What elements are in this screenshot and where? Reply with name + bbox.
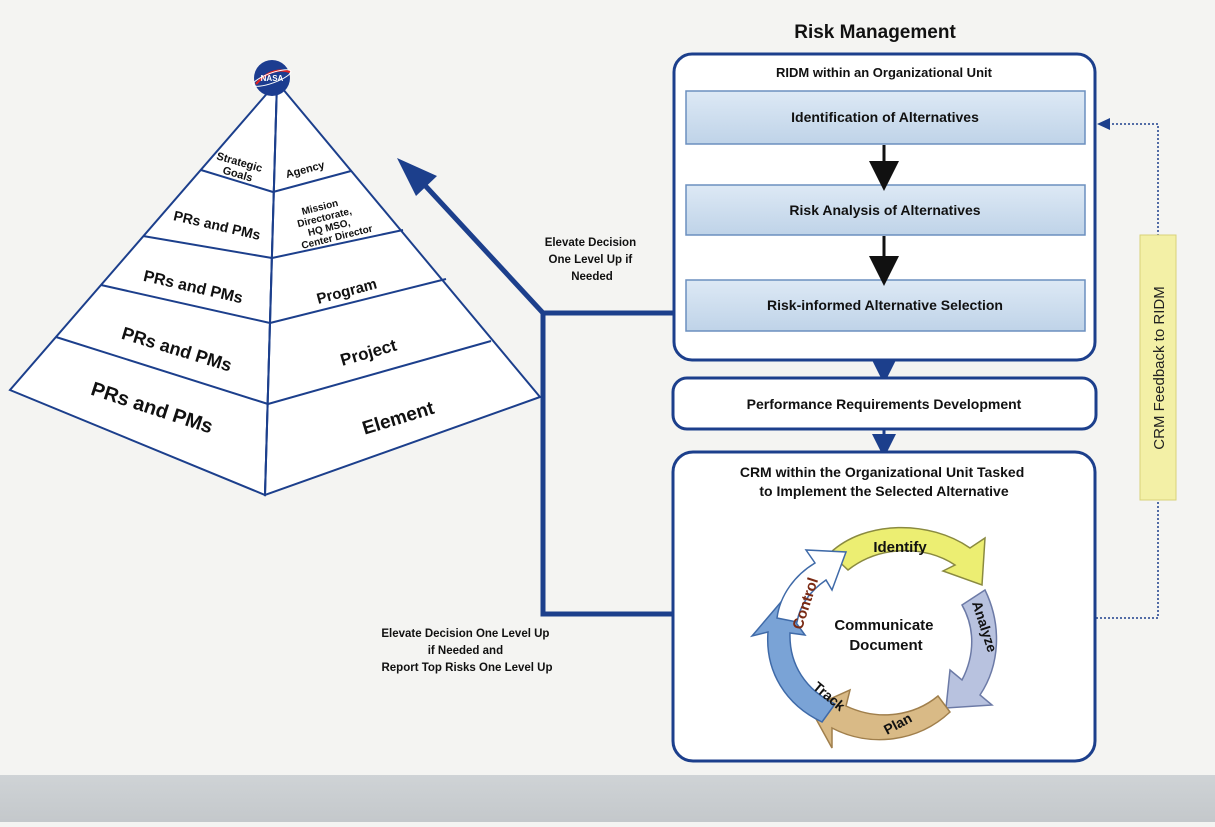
nasa-logo: NASA bbox=[252, 60, 292, 96]
ridm-step-2-label: Risk Analysis of Alternatives bbox=[789, 202, 980, 218]
svg-text:NASA: NASA bbox=[261, 74, 284, 83]
feedback-label-box bbox=[1139, 234, 1177, 501]
ridm-box: RIDM within an Organizational Unit Ident… bbox=[672, 52, 1097, 362]
ridm-step-1-label: Identification of Alternatives bbox=[791, 109, 979, 125]
elevate-arrowhead bbox=[397, 158, 437, 196]
cycle-segment-control bbox=[776, 549, 848, 623]
ridm-step-1 bbox=[685, 90, 1086, 145]
crm-cycle: Identify Analyze Plan Track Control Comm… bbox=[749, 526, 1001, 749]
pyramid-right-tiers bbox=[267, 170, 492, 405]
ridm-header: RIDM within an Organizational Unit bbox=[776, 65, 993, 80]
pyramid-left-tiers bbox=[55, 169, 274, 405]
elevate-lower-label: Elevate Decision One Level Up if Needed … bbox=[381, 628, 552, 674]
feedback-label: CRM Feedback to RIDM bbox=[1151, 286, 1168, 449]
elevate-upper-label: Elevate Decision One Level Up if Needed bbox=[545, 237, 640, 283]
ridm-step-3 bbox=[685, 279, 1086, 332]
bottom-band bbox=[0, 775, 1215, 822]
crm-header: CRM within the Organizational Unit Taske… bbox=[740, 464, 1028, 499]
ridm-step-3-label: Risk-informed Alternative Selection bbox=[767, 297, 1003, 313]
cycle-center-text: Communicate Document bbox=[834, 617, 937, 654]
performance-label: Performance Requirements Development bbox=[747, 396, 1022, 412]
diagram-title: Risk Management bbox=[794, 22, 956, 43]
elevate-connector bbox=[418, 178, 673, 617]
pyramid-right-face bbox=[263, 79, 542, 497]
cycle-label-identify: Identify bbox=[873, 539, 927, 556]
cycle-segment-identify bbox=[828, 526, 986, 587]
ridm-step-2 bbox=[685, 184, 1086, 236]
pyramid-ridge bbox=[264, 81, 278, 496]
performance-box: Performance Requirements Development bbox=[671, 376, 1098, 431]
pyramid: NASA Strategic Goals PRs and PMs PRs and… bbox=[8, 60, 542, 497]
feedback-arrowhead bbox=[1097, 118, 1110, 130]
